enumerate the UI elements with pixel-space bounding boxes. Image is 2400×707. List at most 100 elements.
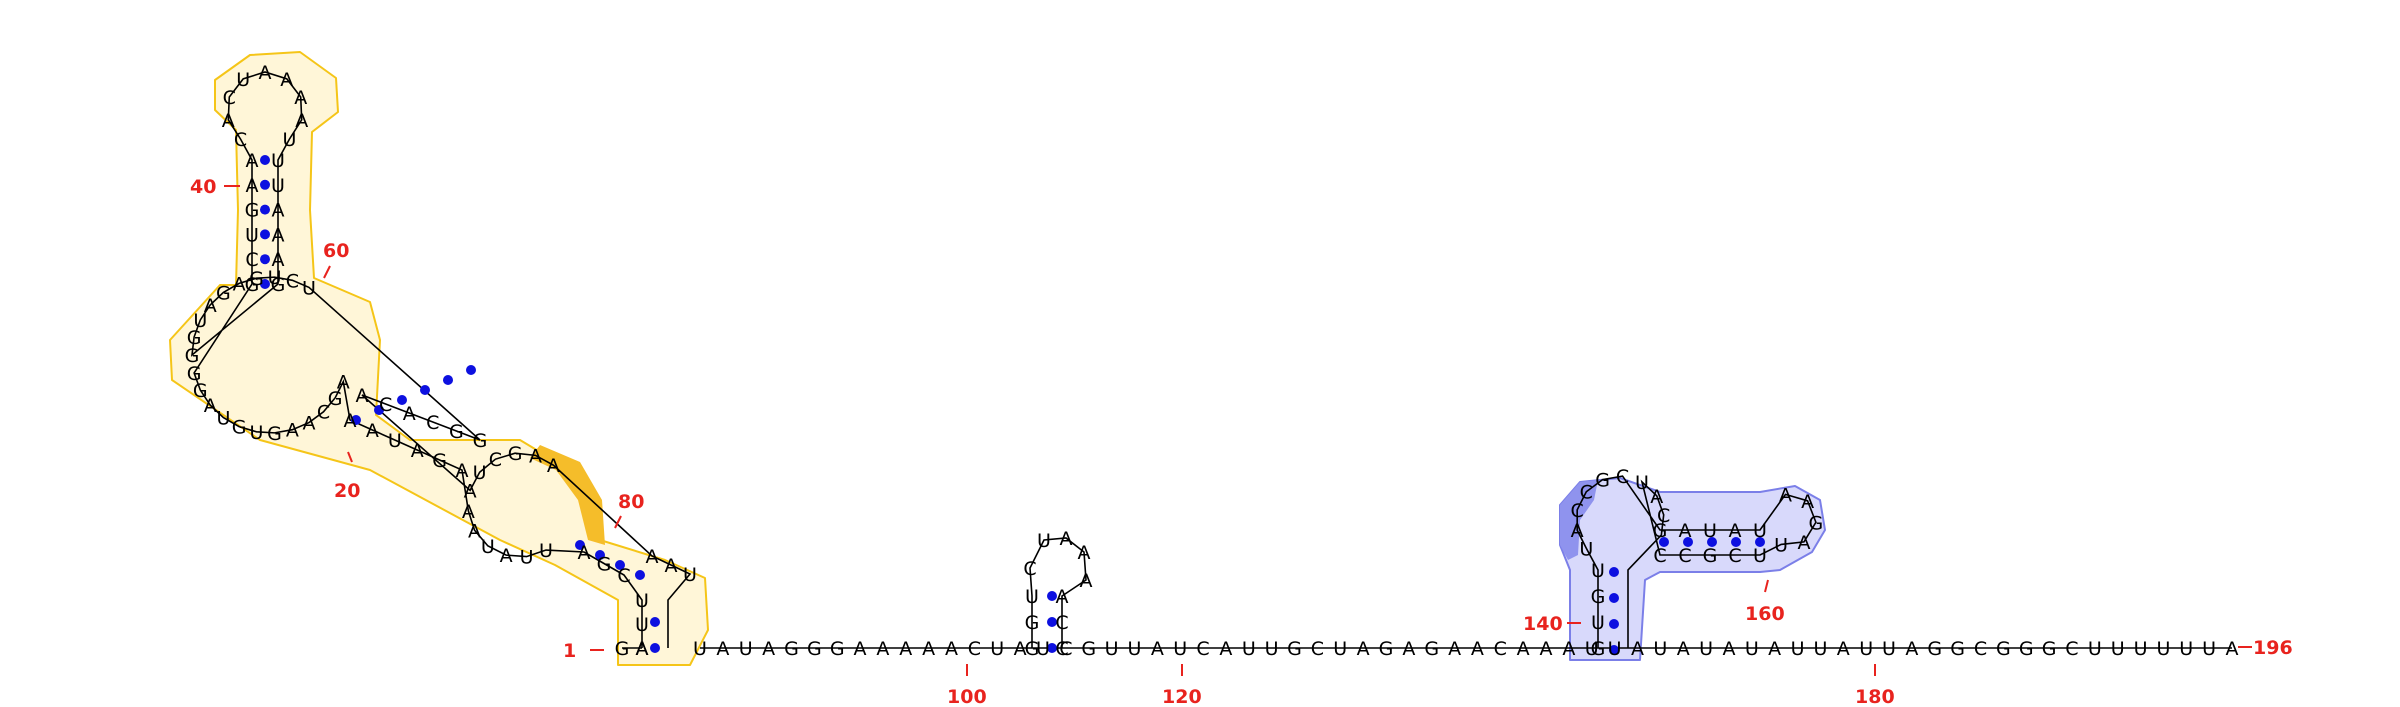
base-pairs [260, 155, 1765, 655]
label-120: 120 [1162, 686, 1202, 707]
nucleotide-domain1: U [271, 150, 285, 172]
nucleotide-domain1: G [245, 200, 260, 222]
nucleotide-domain2: G [1653, 520, 1668, 542]
nucleotide-domain1: A [344, 410, 357, 432]
nucleotide-domain2: A [1571, 520, 1584, 542]
nucleotide-main: C [1494, 638, 1507, 660]
nucleotide-domain2: A [1797, 532, 1810, 554]
nucleotide-main: U [2111, 638, 2125, 660]
nucleotide-domain1: A [272, 224, 285, 246]
nucleotide-main: C [968, 638, 981, 660]
nucleotide-domain1: G [232, 417, 247, 439]
nucleotide-domain2: U [1579, 538, 1593, 560]
nucleotide-domain1: A [456, 460, 469, 482]
base-pair-dot [1047, 591, 1057, 601]
nucleotide-main: G [2019, 638, 2034, 660]
base-pair-dot [1609, 619, 1619, 629]
position-labels: 1 20 40 60 80 100 120 140 160 180 196 [190, 176, 2293, 707]
nucleotide-domain2: A [1779, 484, 1792, 506]
nucleotide-domain1: A [259, 62, 272, 84]
backbone [190, 71, 2232, 649]
nucleotide-domain1: A [280, 69, 293, 91]
nucleotide-domain1: U [245, 224, 259, 246]
nucleotide-main: U [693, 638, 707, 660]
nucleotide-domain1: U [302, 277, 316, 299]
nucleotide-hairpin: U [1037, 530, 1051, 552]
nucleotide-domain2: U [1753, 520, 1767, 542]
nucleotide-domain1: A [272, 200, 285, 222]
domain-highlights [169, 51, 1826, 666]
base-pair-dot [575, 540, 585, 550]
nucleotide-domain1: A [204, 295, 217, 317]
nucleotide-domain1: A [337, 372, 350, 394]
base-pair-dot [260, 155, 270, 165]
nucleotide-main: G [615, 638, 630, 660]
nucleotide-domain2: A [1729, 520, 1742, 542]
nucleotide-domain1: G [271, 274, 286, 296]
nucleotide-domain1: A [303, 413, 316, 435]
base-pair-dot [260, 229, 270, 240]
nucleotide-domain2: G [1809, 512, 1824, 534]
nucleotide-main: U [1105, 638, 1119, 660]
nucleotide-main: U [1653, 638, 1667, 660]
nucleotide-domain1: U [635, 614, 649, 636]
nucleotide-domain1: U [520, 547, 534, 569]
nucleotide-main: A [1722, 638, 1735, 660]
label-40: 40 [190, 176, 216, 198]
nucleotide-domain1: G [187, 327, 202, 349]
nucleotide-domain1: A [468, 520, 481, 542]
label-20: 20 [334, 480, 360, 502]
nucleotide-main: G [1379, 638, 1394, 660]
nucleotide-domain1: A [286, 420, 299, 442]
nucleotide-domain1: A [204, 395, 217, 417]
label-100: 100 [947, 686, 987, 707]
nucleotide-main: U [1859, 638, 1873, 660]
nucleotide-main: A [1517, 638, 1530, 660]
nucleotide-domain1: C [379, 394, 392, 416]
nucleotide-main: U [1699, 638, 1713, 660]
base-pair-dot [1707, 537, 1717, 547]
base-pair-dot [351, 415, 361, 425]
nucleotide-main: G [830, 638, 845, 660]
nucleotide-main: G [1950, 638, 1965, 660]
nucleotide-main: A [1562, 638, 1575, 660]
base-pair-dot [635, 570, 645, 580]
base-pair-dot [466, 365, 476, 375]
nucleotide-hairpin: A [1060, 528, 1073, 550]
base-pair-dot [1047, 643, 1057, 653]
nucleotide-domain1: G [249, 268, 264, 290]
nucleotide-main: G [807, 638, 822, 660]
nucleotide-domain2: G [1703, 545, 1718, 567]
tick-20 [347, 451, 353, 463]
backbone-domain1 [190, 71, 692, 648]
nucleotide-main: U [1882, 638, 1896, 660]
nucleotide-main: A [899, 638, 912, 660]
nucleotide-domain1: U [282, 129, 296, 151]
nucleotide-domain1: U [193, 310, 207, 332]
base-pair-dot [1755, 537, 1765, 547]
nucleotide-domain1: G [473, 430, 488, 452]
nucleotide-domain2: U [1591, 560, 1605, 582]
nucleotide-domain1: U [271, 175, 285, 197]
nucleotide-domain1: U [635, 590, 649, 612]
nucleotide-main: U [1333, 638, 1347, 660]
nucleotide-domain1: A [547, 455, 560, 477]
nucleotide-main: C [1059, 638, 1072, 660]
base-pair-dot [260, 204, 270, 215]
nucleotide-domain1: C [489, 449, 502, 471]
nucleotide-domain1: C [617, 565, 630, 587]
nucleotide-main: G [1424, 638, 1439, 660]
base-pair-dot [260, 179, 270, 190]
nucleotide-main: U [990, 638, 1004, 660]
nucleotide-main: A [945, 638, 958, 660]
nucleotide-domain2: U [1635, 472, 1649, 494]
nucleotide-domain1: A [500, 545, 513, 567]
nucleotide-domain1: U [683, 564, 697, 586]
nucleotide-domain1: A [464, 480, 477, 502]
base-pair-dot [595, 550, 605, 560]
nucleotide-main: G [1081, 638, 1096, 660]
base-pair-dot [420, 385, 430, 395]
nucleotide-domain2: C [1653, 545, 1666, 567]
nucleotide-domain2: A [1679, 520, 1692, 542]
